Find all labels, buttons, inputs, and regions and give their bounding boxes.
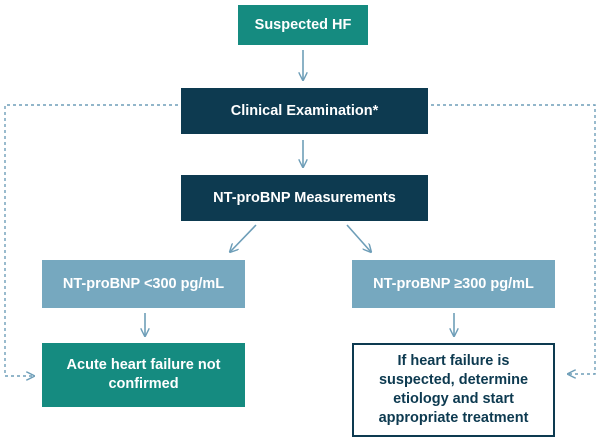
node-suspected-hf-label: Suspected HF [254,16,352,33]
node-acute-hf-not-confirmed: Acute heart failure not confirmed [42,343,245,407]
node-ntprobnp-measurements-label: NT-proBNP Measurements [213,189,396,206]
dashed-arrow-right-bypass [431,104,596,374]
node-ntprobnp-low-label: NT-proBNP <300 pg/mL [62,275,225,292]
node-determine-etiology: If heart failure is suspected, determine… [352,343,555,437]
node-suspected-hf: Suspected HF [238,5,368,45]
node-acute-hf-not-confirmed-label: Acute heart failure not confirmed [66,357,221,392]
node-ntprobnp-high: NT-proBNP ≥300 pg/mL [352,260,555,308]
node-determine-etiology-label: If heart failure is suspected, determine… [378,353,529,426]
dashed-arrow-left-bypass [4,104,178,376]
node-ntprobnp-high-label: NT-proBNP ≥300 pg/mL [373,275,534,292]
node-ntprobnp-measurements: NT-proBNP Measurements [181,175,428,221]
node-clinical-examination: Clinical Examination* [181,88,428,134]
arrow-ntprobnp-to-high [346,224,371,252]
node-ntprobnp-low: NT-proBNP <300 pg/mL [42,260,245,308]
node-clinical-examination-label: Clinical Examination* [230,102,379,119]
arrow-ntprobnp-to-low [230,224,257,252]
